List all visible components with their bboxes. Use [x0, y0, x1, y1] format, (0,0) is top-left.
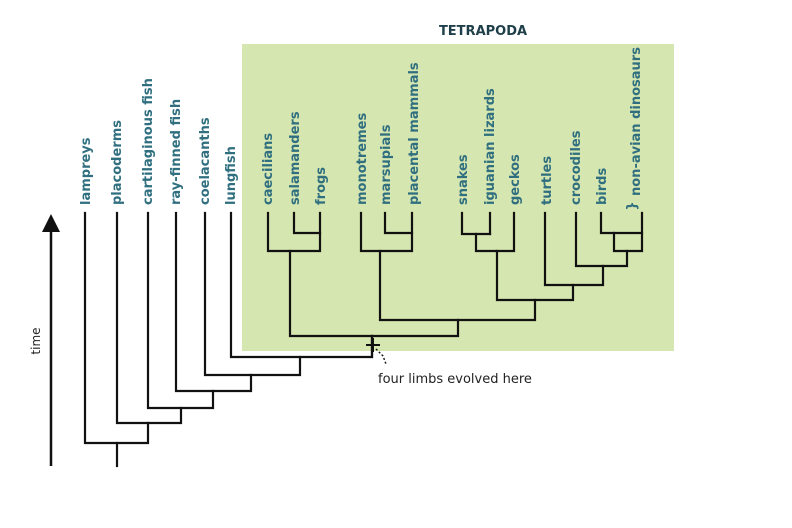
taxon-label-caecilians: caecilians — [261, 133, 276, 205]
taxon-label-lungfish: lungfish — [224, 146, 239, 205]
limbs-marker — [366, 338, 387, 365]
branch-salamander-frog — [292, 211, 322, 235]
taxon-label-monotremes: monotremes — [355, 113, 370, 205]
taxon-label-iguanian-lizards: iguanian lizards — [483, 88, 498, 205]
taxon-label-salamanders: salamanders — [288, 111, 303, 205]
branch-birds-dinos — [599, 211, 644, 235]
tree-branches — [83, 211, 644, 468]
branch-cartilaginous — [146, 211, 215, 410]
tetrapoda-box — [242, 44, 674, 351]
taxon-labels: lampreys placoderms cartilaginous fish ray-… — [79, 47, 644, 205]
time-axis-label: time — [29, 327, 43, 354]
limbs-annotation: four limbs evolved here — [378, 372, 532, 387]
taxon-label-non-avian-dinosaurs: non-avian dinosaurs — [629, 47, 644, 196]
branch-marsupial-placental — [383, 211, 414, 235]
branch-turtles — [543, 211, 605, 287]
taxon-label-placental-mammals: placental mammals — [407, 62, 422, 205]
time-arrow — [42, 214, 60, 466]
stem-amphibians — [288, 249, 460, 338]
taxon-label-lampreys: lampreys — [79, 137, 94, 205]
branch-lampreys — [83, 211, 150, 445]
dinosaur-bracket: } — [625, 201, 640, 210]
taxon-label-placoderms: placoderms — [110, 120, 125, 205]
branch-rayfinned — [174, 211, 253, 393]
branch-crocodiles — [574, 211, 629, 268]
branch-squamates — [460, 211, 492, 236]
taxon-label-marsupials: marsupials — [379, 124, 394, 205]
taxon-label-frogs: frogs — [314, 167, 329, 205]
taxon-label-turtles: turtles — [540, 156, 555, 205]
stem-squamates — [495, 249, 575, 302]
taxon-label-snakes: snakes — [456, 154, 471, 205]
taxon-label-cartilaginous-fish: cartilaginous fish — [141, 78, 156, 205]
taxon-label-geckos: geckos — [508, 154, 523, 205]
tetrapoda-title: TETRAPODA — [439, 24, 527, 39]
branch-coelacanths — [203, 211, 302, 377]
branch-birds-dinos-stem — [612, 231, 644, 253]
branch-iguanian-gecko — [474, 211, 516, 253]
taxon-label-birds: birds — [595, 168, 610, 205]
taxon-label-coelacanths: coelacanths — [198, 117, 213, 205]
taxon-label-crocodiles: crocodiles — [569, 130, 584, 205]
taxon-label-ray-finned-fish: ray-finned fish — [169, 99, 184, 205]
stem-mammals — [378, 249, 537, 322]
branch-placoderms — [115, 211, 183, 425]
